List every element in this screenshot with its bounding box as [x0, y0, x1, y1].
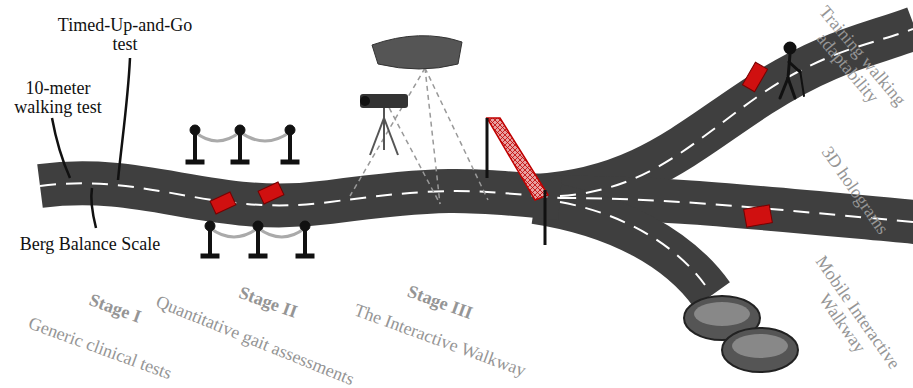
walker: [780, 43, 804, 98]
callout-label: Berg Balance Scale: [0, 235, 180, 254]
turntable-top: [694, 302, 750, 326]
stanchions: [186, 125, 314, 258]
stage-heading: Stage I: [69, 284, 160, 333]
callout-label: 10-meter walking test: [3, 79, 113, 117]
stage-caption: Generic clinical tests: [3, 305, 197, 388]
turntable: [722, 328, 798, 372]
turntable-top: [732, 334, 788, 358]
stage-heading: Stage II: [222, 278, 313, 327]
gate: [487, 118, 548, 245]
obstacles: [210, 62, 772, 227]
road: [40, 28, 913, 295]
callout-label: Timed-Up-and-Go test: [55, 16, 195, 54]
branch-label: Mobile Interactive Walkway: [789, 242, 912, 388]
center-line: [40, 29, 913, 285]
sensors: [350, 36, 488, 204]
